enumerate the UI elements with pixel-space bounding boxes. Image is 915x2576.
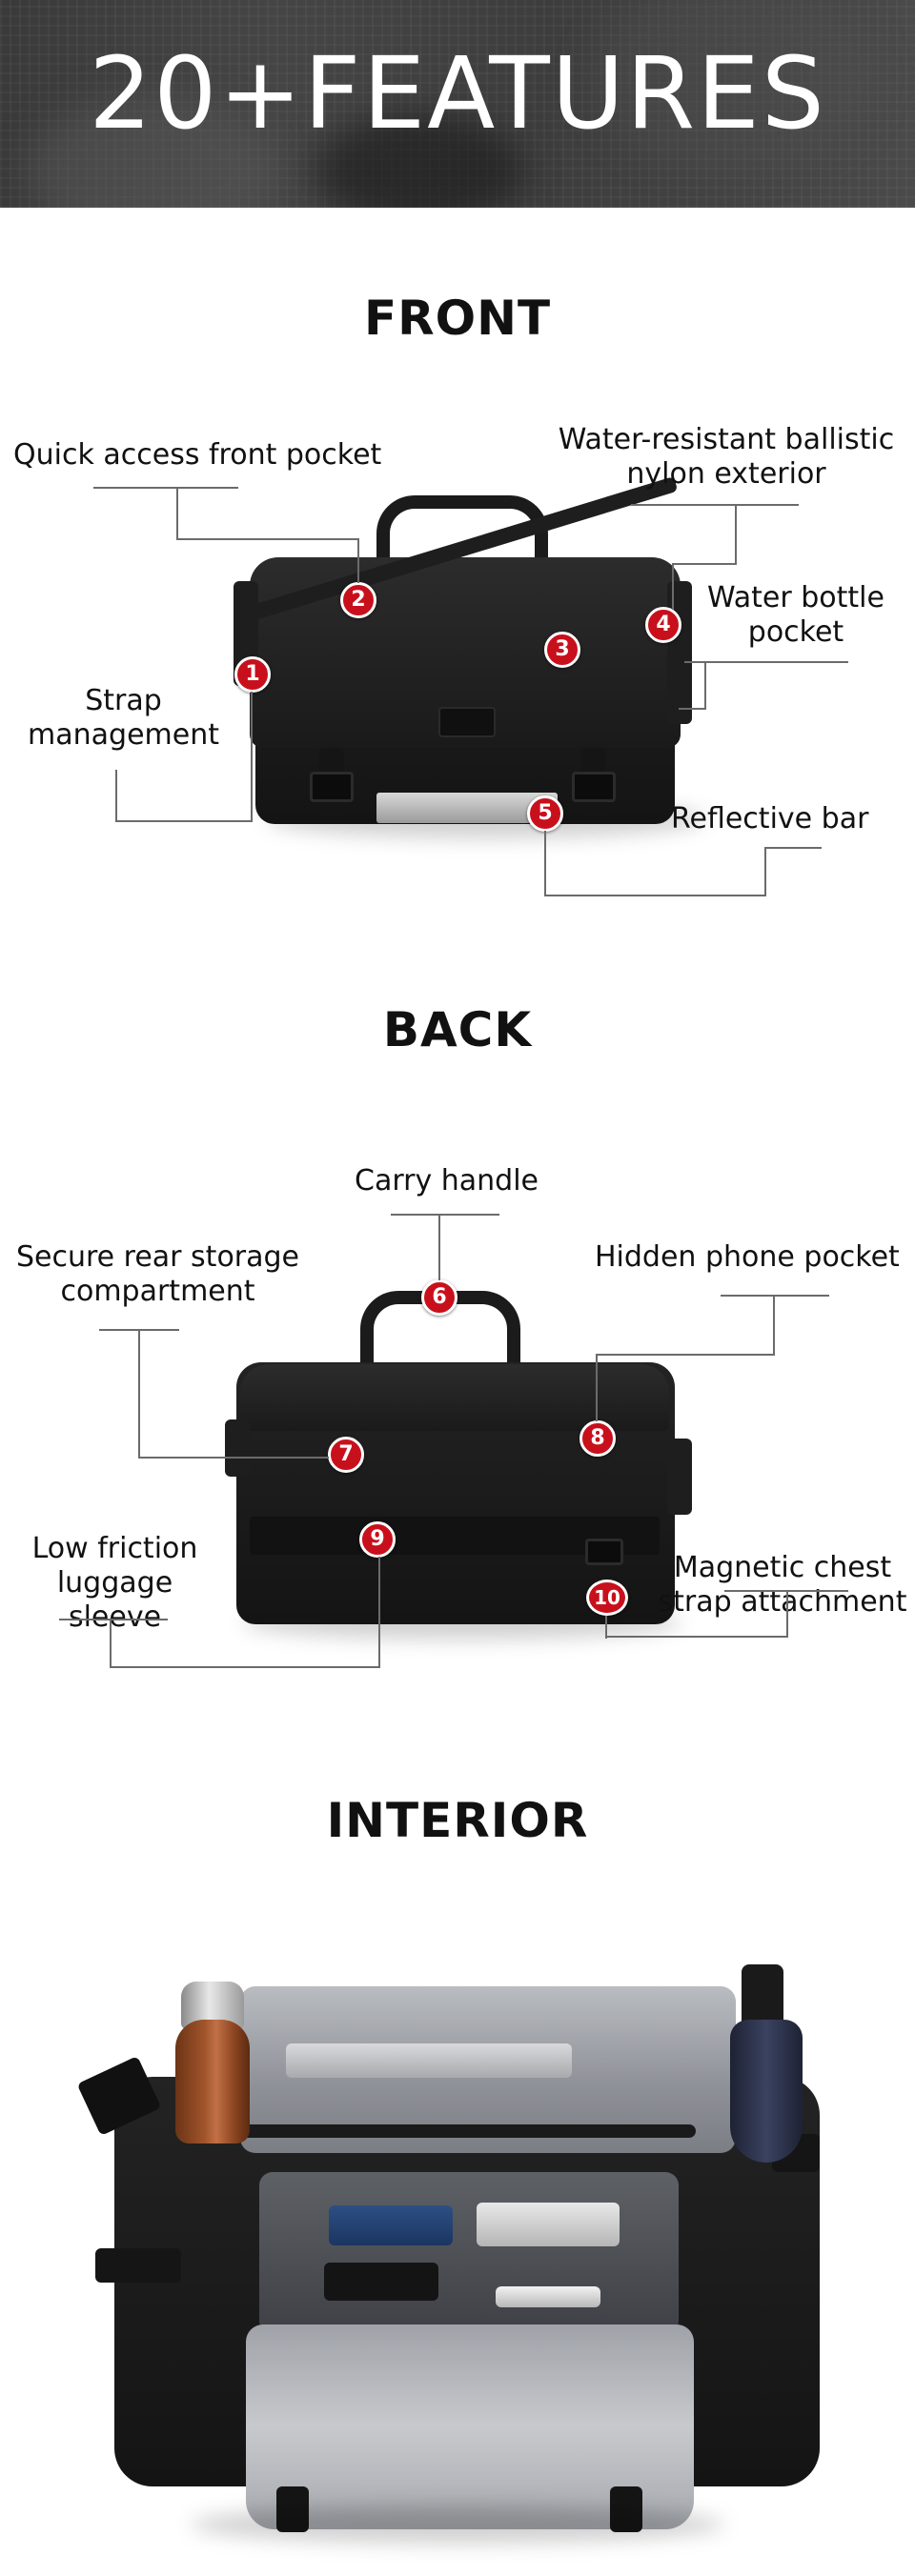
umbrella [730, 2020, 803, 2163]
label-secure-rear-storage: Secure rear storage compartment [15, 1240, 300, 1308]
front-section-title: FRONT [363, 291, 552, 346]
feature-marker-6: 6 [421, 1279, 458, 1316]
water-bottle [175, 2020, 250, 2143]
feature-marker-5: 5 [527, 795, 563, 832]
label-magnetic-chest-strap: Magnetic chest strap attachment [658, 1551, 907, 1619]
brand-patch [438, 707, 496, 737]
hero-title: 20+FEATURES [89, 35, 826, 151]
back-section-title: BACK [382, 1002, 533, 1057]
feature-marker-3: 3 [544, 632, 580, 668]
feature-marker-1: 1 [234, 656, 271, 693]
label-strap-management: Strap management [28, 684, 219, 752]
label-hidden-phone-pocket: Hidden phone pocket [595, 1240, 900, 1274]
feature-marker-2: 2 [340, 582, 376, 618]
feature-marker-9: 9 [359, 1521, 396, 1558]
label-quick-access-front-pocket: Quick access front pocket [13, 438, 382, 472]
label-low-friction-luggage-sleeve: Low friction luggage sleeve [31, 1532, 198, 1634]
feature-marker-4: 4 [645, 607, 681, 643]
label-water-bottle-pocket: Water bottle pocket [707, 581, 884, 649]
feature-marker-10: 10 [586, 1580, 628, 1616]
label-carry-handle: Carry handle [355, 1164, 539, 1197]
label-water-resistant-exterior: Water-resistant ballistic nylon exterior [558, 423, 895, 491]
feature-marker-8: 8 [580, 1420, 616, 1457]
label-reflective-bar: Reflective bar [671, 802, 869, 835]
feature-marker-7: 7 [328, 1437, 364, 1473]
hero-banner: 20+FEATURES [0, 0, 915, 208]
interior-section-title: INTERIOR [326, 1793, 589, 1848]
